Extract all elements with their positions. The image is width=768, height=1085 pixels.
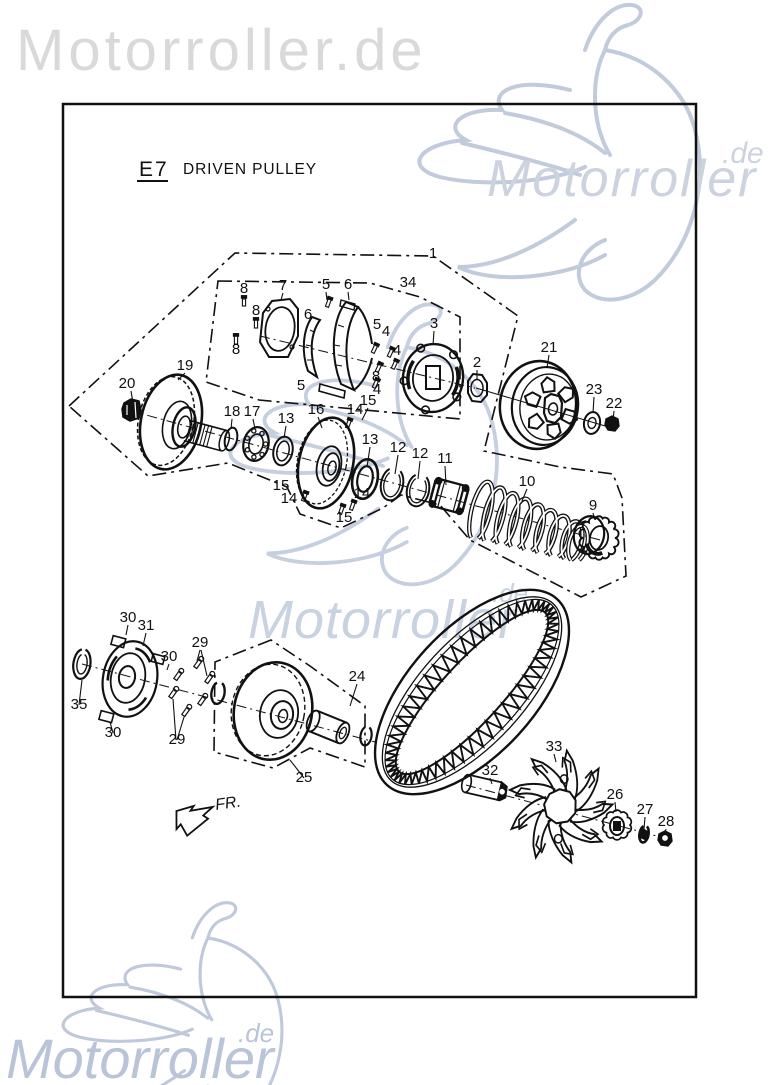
svg-text:32: 32 bbox=[482, 762, 499, 779]
svg-text:30: 30 bbox=[161, 648, 178, 665]
svg-text:9: 9 bbox=[589, 497, 597, 514]
svg-text:DRIVEN PULLEY: DRIVEN PULLEY bbox=[183, 161, 317, 178]
svg-text:13: 13 bbox=[278, 410, 295, 427]
svg-text:Motorroller: Motorroller bbox=[248, 590, 518, 650]
svg-text:6: 6 bbox=[344, 276, 352, 293]
svg-text:34: 34 bbox=[400, 274, 417, 291]
svg-text:17: 17 bbox=[244, 403, 261, 420]
svg-text:.de: .de bbox=[238, 1018, 274, 1048]
svg-text:3: 3 bbox=[430, 315, 438, 332]
svg-text:4: 4 bbox=[373, 381, 381, 398]
svg-text:18: 18 bbox=[224, 403, 241, 420]
svg-text:Motorroller: Motorroller bbox=[6, 1027, 276, 1085]
svg-text:23: 23 bbox=[586, 381, 603, 398]
svg-text:8: 8 bbox=[252, 302, 260, 319]
svg-text:15: 15 bbox=[273, 477, 290, 494]
svg-text:4: 4 bbox=[382, 323, 390, 340]
svg-text:5: 5 bbox=[297, 377, 305, 394]
svg-text:26: 26 bbox=[607, 786, 624, 803]
svg-text:24: 24 bbox=[349, 668, 366, 685]
svg-text:12: 12 bbox=[390, 439, 407, 456]
svg-text:8: 8 bbox=[372, 368, 380, 385]
svg-text:Motorroller: Motorroller bbox=[487, 150, 758, 208]
svg-text:13: 13 bbox=[362, 431, 379, 448]
svg-text:1: 1 bbox=[429, 245, 437, 262]
svg-text:4: 4 bbox=[393, 342, 401, 359]
svg-text:5: 5 bbox=[322, 276, 330, 293]
svg-text:19: 19 bbox=[177, 357, 194, 374]
svg-text:FR.: FR. bbox=[214, 794, 242, 814]
svg-text:29: 29 bbox=[192, 634, 209, 651]
svg-text:10: 10 bbox=[519, 473, 536, 490]
svg-text:33: 33 bbox=[546, 738, 563, 755]
svg-text:27: 27 bbox=[637, 801, 654, 818]
svg-text:15: 15 bbox=[360, 392, 377, 409]
svg-text:.de: .de bbox=[722, 137, 764, 170]
svg-text:8: 8 bbox=[240, 280, 248, 297]
svg-text:6: 6 bbox=[304, 306, 312, 323]
svg-text:8: 8 bbox=[232, 341, 240, 358]
svg-text:31: 31 bbox=[138, 617, 155, 634]
svg-text:2: 2 bbox=[473, 354, 481, 371]
svg-text:28: 28 bbox=[658, 813, 675, 830]
svg-text:11: 11 bbox=[437, 450, 453, 467]
svg-text:Motorroller.de: Motorroller.de bbox=[16, 18, 427, 83]
svg-text:21: 21 bbox=[541, 339, 558, 356]
svg-text:22: 22 bbox=[606, 395, 623, 412]
svg-text:14: 14 bbox=[281, 490, 298, 507]
svg-text:12: 12 bbox=[412, 445, 429, 462]
svg-text:E7: E7 bbox=[139, 158, 169, 181]
svg-text:16: 16 bbox=[308, 401, 325, 418]
svg-text:14: 14 bbox=[347, 401, 364, 418]
svg-text:30: 30 bbox=[120, 609, 137, 626]
svg-text:14: 14 bbox=[354, 485, 371, 502]
svg-text:20: 20 bbox=[119, 375, 136, 392]
svg-text:15: 15 bbox=[336, 509, 353, 526]
svg-text:5: 5 bbox=[373, 316, 381, 333]
svg-text:7: 7 bbox=[279, 277, 287, 294]
